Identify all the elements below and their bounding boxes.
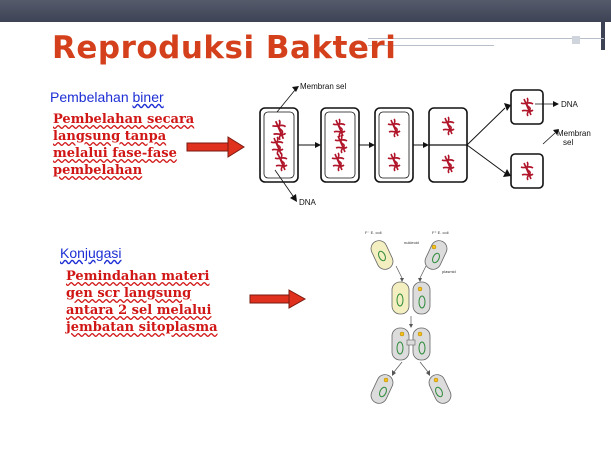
slide-title: Reproduksi Bakteri: [52, 30, 397, 66]
cell-4: [428, 107, 468, 183]
desc-line: pembelahan: [53, 163, 143, 178]
conjugation-diagram: F⁻ E. coli F⁺ E. coli nukleoid plasmid: [365, 230, 456, 404]
label-membrane-right: Membran: [557, 129, 591, 138]
conjugation-heading: Konjugasi: [60, 245, 122, 261]
top-banner: [0, 0, 611, 22]
title-rule-short: [368, 45, 494, 46]
stage-1-cells: [370, 240, 448, 270]
desc-line: Pemindahan materi: [66, 269, 210, 284]
stage-4-cells: [370, 374, 452, 404]
title-decor-block: [572, 36, 580, 44]
label-cell-membrane: Membran sel: [300, 82, 346, 91]
desc-line: antara 2 sel melalui: [66, 303, 212, 318]
cell-1: [259, 107, 299, 183]
conjugation-arrow: [249, 289, 307, 309]
desc-line: Pembelahan secara: [53, 112, 195, 127]
daughter-cell-top: [510, 89, 544, 125]
desc-line: melalui fase-fase: [53, 146, 177, 161]
label-plasmid: plasmid: [442, 269, 456, 274]
label-dna-right: DNA: [561, 100, 579, 109]
label-nucleoid: nukleoid: [404, 240, 419, 245]
banner-accent: [601, 22, 605, 50]
cell-2: [320, 107, 360, 183]
stage-2-cells: [391, 281, 431, 315]
desc-line: gen scr langsung: [66, 286, 192, 301]
binary-fission-arrow: [186, 136, 245, 158]
title-rule: [368, 38, 604, 39]
label-membrane-right-2: sel: [563, 138, 573, 147]
binary-fission-diagram: Membran sel DNA DNA Membran sel: [259, 82, 591, 207]
label-f-plus: F⁺ E. coli: [432, 230, 449, 235]
cell-3: [374, 107, 414, 183]
binary-fission-description: Pembelahan secara langsung tanpa melalui…: [53, 111, 194, 179]
binary-fission-heading: Pembelahan biner: [50, 89, 164, 105]
conjugation-description: Pemindahan materi gen scr langsung antar…: [66, 268, 218, 336]
daughter-cell-bottom: [510, 153, 544, 189]
heading-word-2: biner: [132, 89, 164, 105]
desc-line: langsung tanpa: [53, 129, 167, 144]
desc-line: jembatan sitoplasma: [66, 320, 218, 335]
heading-word-1: Pembelahan: [50, 89, 129, 105]
label-f-minus: F⁻ E. coli: [365, 230, 382, 235]
stage-3-cells: [391, 327, 431, 361]
label-dna-bottom: DNA: [299, 198, 317, 207]
